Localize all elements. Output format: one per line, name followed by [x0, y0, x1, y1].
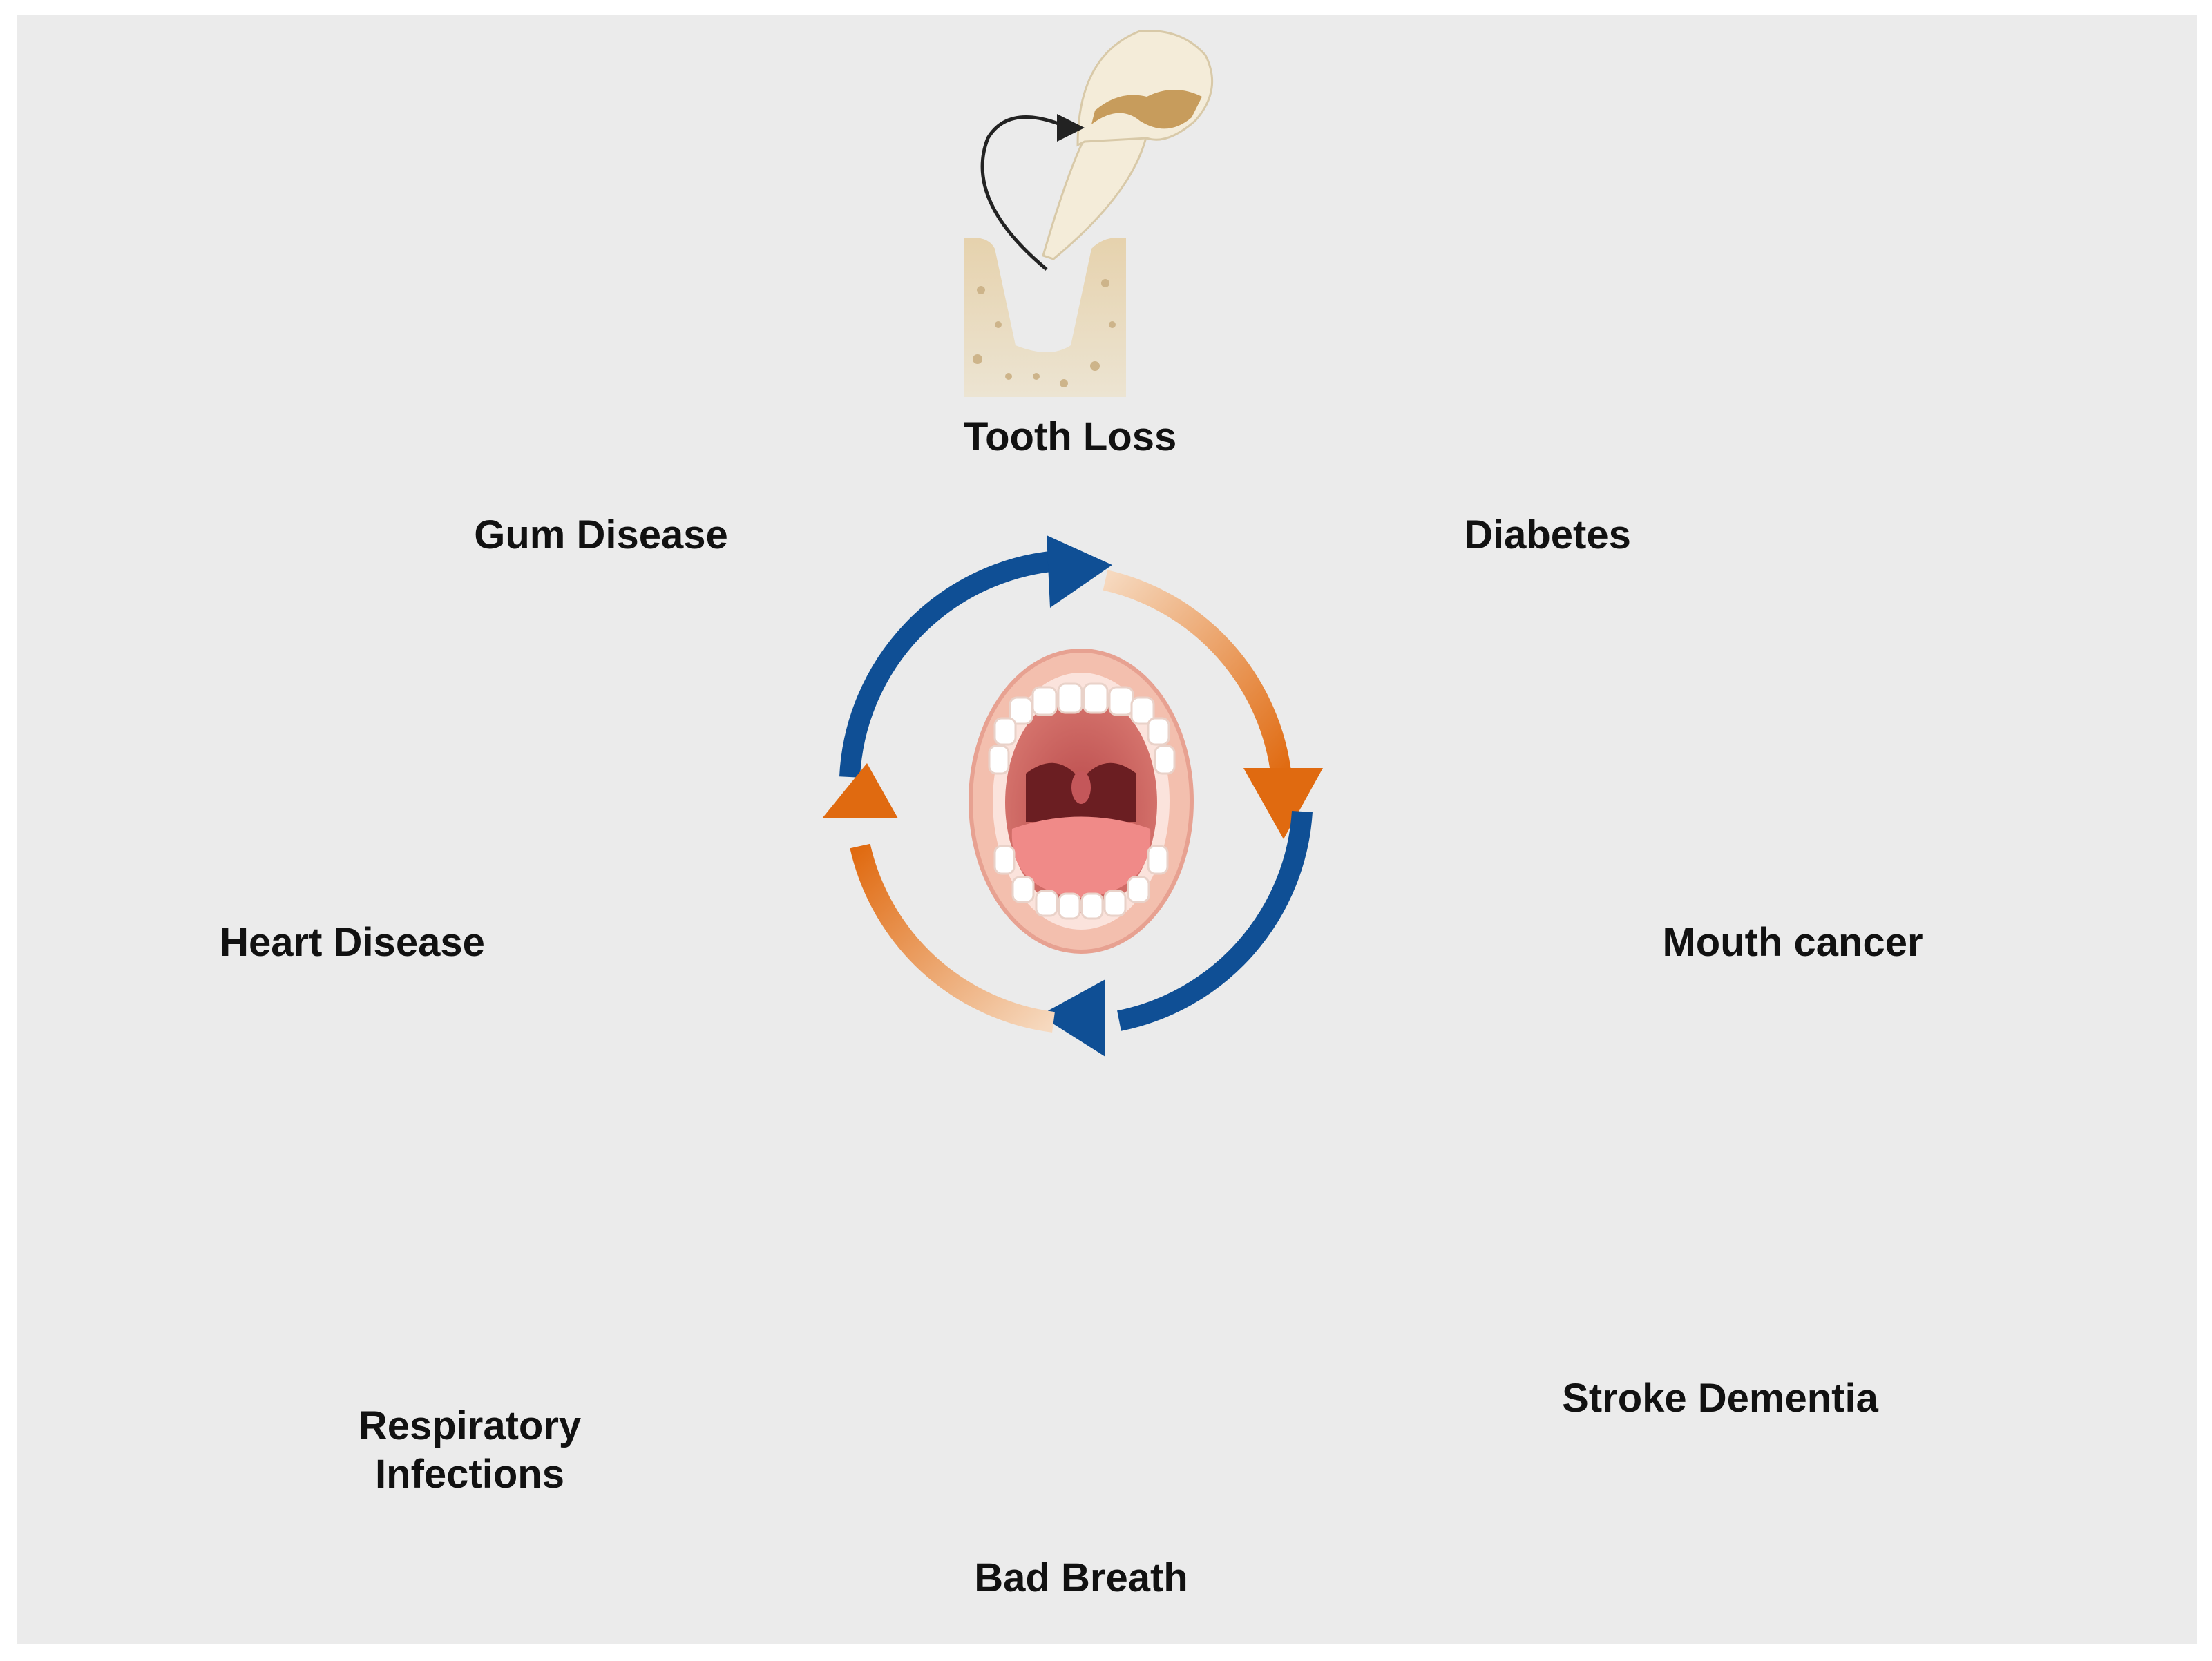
cycle-arrow-orange-right: [1103, 570, 1292, 778]
label-respiratory-line-1: Respiratory: [358, 1403, 582, 1448]
label-heart-disease: Heart Disease: [220, 920, 485, 965]
label-respiratory-line-2: Infections: [375, 1452, 564, 1497]
tooth-extraction-icon: [964, 29, 1214, 397]
label-tooth-loss: Tooth Loss: [964, 414, 1177, 459]
label-respiratory-infections: Respiratory Infections: [339, 1402, 601, 1499]
cycle-arrow-orange-left: [850, 843, 1055, 1033]
open-mouth-icon: [969, 649, 1194, 954]
label-stroke-dementia: Stroke Dementia: [1562, 1376, 1878, 1421]
cycle-arrow-blue-bottom: [1117, 811, 1313, 1031]
label-mouth-cancer: Mouth cancer: [1662, 920, 1923, 965]
cycle-arrowhead-blue-bottom: [1040, 979, 1105, 1057]
label-bad-breath: Bad Breath: [974, 1555, 1188, 1600]
cycle-arrow-blue-top: [839, 550, 1058, 778]
cycle-arrows: [822, 535, 1323, 1057]
cycle-arrowhead-orange-left: [822, 763, 898, 818]
cycle-arrowhead-blue-top: [1047, 535, 1112, 608]
label-gum-disease: Gum Disease: [474, 512, 728, 557]
cycle-arrowhead-orange-right: [1243, 768, 1323, 839]
label-diabetes: Diabetes: [1464, 512, 1631, 557]
